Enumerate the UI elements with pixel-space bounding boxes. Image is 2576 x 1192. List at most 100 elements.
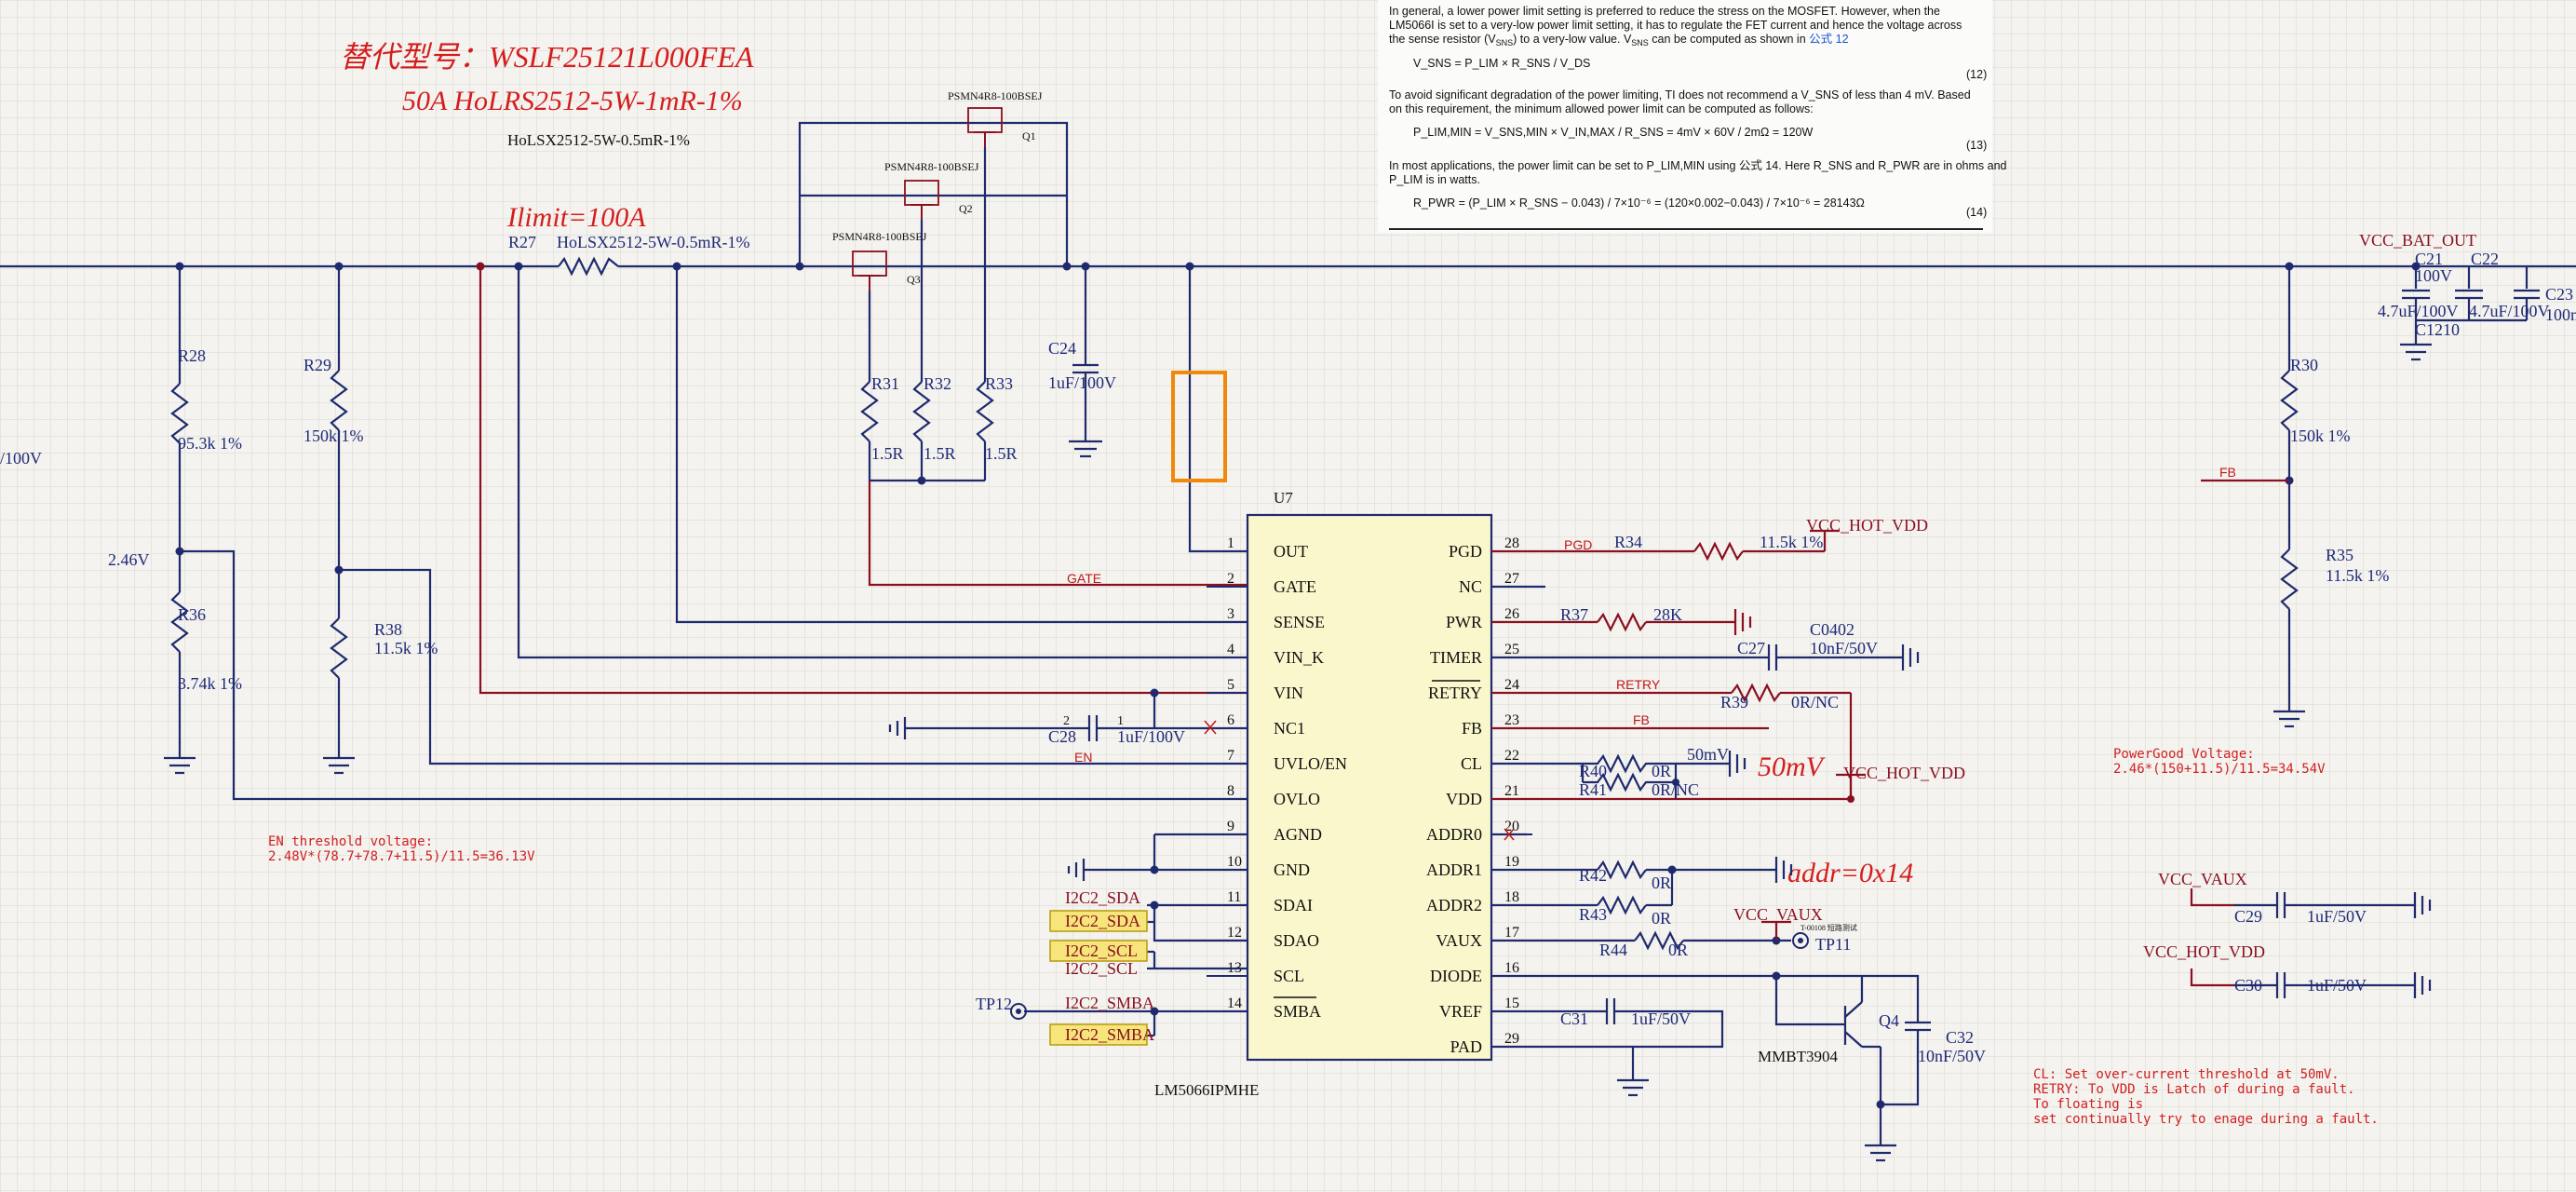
ic-pin-num-17: 17 [1504,925,1519,941]
sense-trace [675,266,1248,624]
c27-pkg: C0402 [1810,620,1854,639]
r42-ref: R42 [1579,866,1607,885]
diode-q4-c32 [1491,971,1931,1162]
i2c-net [1010,901,1248,1037]
net-gate: GATE [1067,571,1101,586]
r39-ref: R39 [1720,693,1748,711]
c28-pin1: 1 [1117,714,1124,728]
ic-pin-name-4: VIN_K [1274,648,1324,667]
q4-part: MMBT3904 [1758,1048,1838,1065]
ic-pin-name-15: VREF [1439,1002,1482,1021]
c28-cap [888,688,1248,741]
net-retry: RETRY [1616,677,1661,692]
ds-p6: In most applications, the power limit ca… [1389,159,2007,172]
gate-resistors [860,381,1248,587]
c28-ref: C28 [1048,727,1076,746]
ic-pin-num-25: 25 [1504,642,1519,657]
pgd-r34 [1491,529,1840,562]
r27-ref: R27 [508,233,536,251]
ic-pin-num-9: 9 [1227,819,1234,834]
cl-voltage-annotation: 50mV [1758,752,1827,782]
ic-pin-name-5: VIN [1274,684,1303,702]
c31-ref: C31 [1560,1009,1588,1028]
ic-pin-name-20: ADDR0 [1426,825,1482,844]
c28-pin2: 2 [1063,714,1070,728]
timer-c27 [1491,644,1920,670]
r35-value: 11.5k 1% [2326,566,2389,585]
ds-eq12: V_SNS = P_LIM × R_SNS / V_DS [1413,57,1590,70]
q4-ref: Q4 [1879,1011,1899,1030]
ic-pin-num-23: 23 [1504,712,1519,728]
r44-ref: R44 [1599,941,1627,959]
ic-u7-part: LM5066IPMHE [1154,1081,1259,1099]
c24-cap [1069,266,1102,458]
cl-note-line3: To floating is [2033,1097,2143,1112]
r30-value: 150k 1% [2290,427,2351,445]
net-pgd: PGD [1564,537,1592,552]
cl-note-line1: CL: Set over-current threshold at 50mV. [2033,1067,2340,1082]
r33-ref: R33 [985,374,1013,393]
out-trace [1188,266,1248,553]
net-vcc-bat-out: VCC_BAT_OUT [2359,231,2476,250]
ic-pin-num-12: 12 [1227,925,1242,941]
addr-net [1491,828,1793,915]
r36-ref: R36 [178,605,206,624]
r30-ref: R30 [2290,356,2318,374]
c27-ref: C27 [1737,639,1765,657]
net-2-46v: 2.46V [108,550,150,569]
ic-pin-num-6: 6 [1227,712,1234,728]
en-note-line2: 2.48V*(78.7+78.7+11.5)/11.5=36.13V [268,849,535,864]
c29-value: 1uF/50V [2307,907,2367,926]
r36-value: 3.74k 1% [178,674,242,693]
c24-value: 1uF/100V [1048,373,1116,392]
ic-pin-num-21: 21 [1504,783,1519,799]
net-en: EN [1074,750,1092,765]
r43-value: 0R [1652,909,1671,928]
ic-pin-num-4: 4 [1227,642,1234,657]
c24-ref: C24 [1048,339,1076,358]
ic-u7-body[interactable] [1246,513,1493,1062]
r44-value: 0R [1668,941,1688,959]
c21-ref: C21 [2415,250,2443,268]
net-fb: FB [1633,712,1650,727]
ic-pin-name-14: SMBA [1274,1002,1321,1021]
ds-p1: In general, a lower power limit setting … [1389,5,1940,18]
cl-note-line4: set continually try to enage during a fa… [2033,1112,2379,1127]
ic-right-pins: 28PGD27NC26PWR25TIMER24RETRY23FB22CL21VD… [1426,535,1532,1056]
q1-ref: Q1 [1022,129,1036,142]
ic-pin-num-19: 19 [1504,854,1519,870]
c32-ref: C32 [1946,1028,1974,1047]
c23-value: 100n [2545,305,2576,324]
ds-p4: To avoid significant degradation of the … [1389,88,1971,102]
ds-p2: LM5066I is set to a very-low power limit… [1389,19,1962,32]
ic-pin-num-20: 20 [1504,819,1519,834]
c30-value: 1uF/50V [2307,976,2367,995]
ic-pin-name-8: OVLO [1274,790,1320,808]
net-vcc-vaux-2: VCC_VAUX [2158,870,2247,888]
ic-pin-name-28: PGD [1449,542,1482,561]
r34-value: 11.5k 1% [1760,533,1823,551]
ic-pin-name-12: SDAO [1274,931,1319,950]
r41-ref: R41 [1579,780,1607,799]
net-i2c-sda-1: I2C2_SDA [1065,888,1140,907]
r40-value: 0R [1652,762,1671,780]
tp12-ref: TP12 [976,995,1012,1013]
ic-pin-num-22: 22 [1504,748,1519,764]
ic-pin-name-6: NC1 [1274,719,1305,738]
ds-eq14: R_PWR = (P_LIM × R_SNS − 0.043) / 7×10⁻⁶… [1413,196,1865,210]
ic-pin-num-28: 28 [1504,535,1519,551]
pg-note-line1: PowerGood Voltage: [2113,747,2255,762]
net-i2c-scl-1: I2C2_SCL [1065,941,1138,960]
ic-pin-num-10: 10 [1227,854,1242,870]
ds-p3: the sense resistor (VSNS) to a very-low … [1389,33,1849,47]
vaux-r44 [1491,920,1809,951]
ic-u7-ref: U7 [1274,489,1293,507]
ic-pin-name-26: PWR [1446,613,1482,631]
c29-ref: C29 [2234,907,2262,926]
ic-pin-num-2: 2 [1227,571,1234,587]
cl-note-line2: RETRY: To VDD is Latch of during a fault… [2033,1082,2355,1097]
agnd-gnd-net [1067,833,1248,881]
r40-ref: R40 [1579,762,1607,780]
ic-pin-num-24: 24 [1504,677,1519,693]
